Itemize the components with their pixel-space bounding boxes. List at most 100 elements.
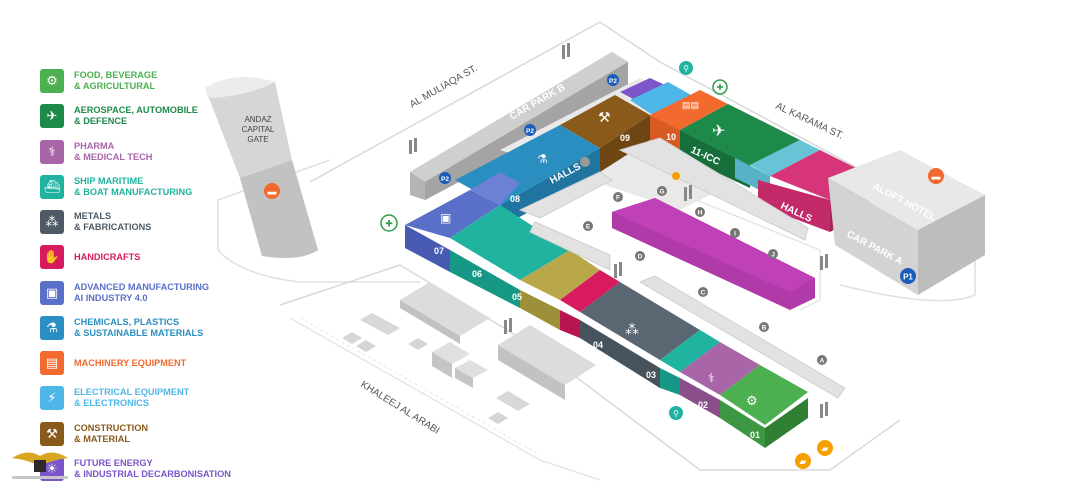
svg-text:⚲: ⚲ <box>683 64 689 73</box>
svg-text:P2: P2 <box>526 128 534 135</box>
gate-marker <box>759 322 769 332</box>
svg-text:▰: ▰ <box>800 457 807 467</box>
legend-item: ⚡ELECTRICAL EQUIPMENT & ELECTRONICS <box>40 383 189 413</box>
svg-text:▬: ▬ <box>932 172 941 182</box>
hall-10-label: 10 <box>666 132 676 142</box>
hand-icon: ✋ <box>40 245 64 269</box>
legend-item: ⚗CHEMICALS, PLASTICS & SUSTAINABLE MATER… <box>40 313 203 343</box>
gate-marker <box>635 251 645 261</box>
svg-text:✚: ✚ <box>717 83 724 92</box>
entrance-doors <box>409 43 828 418</box>
hall-01-top <box>720 365 808 425</box>
flask-icon: ⚗ <box>537 152 548 166</box>
hammer-icon: ⚒ <box>598 109 611 125</box>
svg-text:▰: ▰ <box>822 444 829 454</box>
gate-marker <box>583 221 593 231</box>
ai-chip-icon: ▣ <box>40 281 64 305</box>
hall-08-label: 08 <box>510 194 520 204</box>
parking-p2-badge <box>439 172 451 184</box>
legend-item: ⛴SHIP MARITIME & BOAT MANUFACTURING <box>40 172 192 202</box>
hall-06-top <box>450 205 570 280</box>
gate-label: I <box>734 231 736 238</box>
airplane-icon: ✈ <box>712 123 725 140</box>
svg-text:P2: P2 <box>609 78 617 85</box>
parking-p2-badge <box>524 124 536 136</box>
pills-icon: ⚕ <box>40 140 64 164</box>
svg-text:⚲: ⚲ <box>673 409 679 418</box>
hotel-icon-aloft <box>928 168 944 184</box>
gate-marker <box>657 186 667 196</box>
taxi-icon <box>672 172 680 180</box>
hall-11-icc-top <box>680 104 800 165</box>
gate-label: B <box>762 325 767 332</box>
svg-text:▬: ▬ <box>268 187 277 197</box>
andaz-capital-gate-tower: ▬ <box>205 77 318 258</box>
southwest-buildings <box>299 282 596 456</box>
gate-label: G <box>659 189 664 196</box>
hall-05-label: 05 <box>512 292 522 302</box>
restroom-icon <box>669 406 683 420</box>
legend-item: ▣ ADVANCED MANUFACTURING AI INDUSTRY 4.0 <box>40 278 209 308</box>
hotel-icon-andaz <box>264 183 280 199</box>
legend-label: PHARMA & MEDICAL TECH <box>74 141 153 162</box>
gate-marker <box>613 192 623 202</box>
metal-pipes-icon: ⁂ <box>625 321 639 337</box>
concourses <box>518 137 846 399</box>
taxi-icon <box>817 440 833 456</box>
amenity-icons: ⚲ ⚲ ✚ ✚ ▰ ▰ <box>380 61 833 469</box>
gate-label: A <box>820 358 825 365</box>
gate-marker <box>768 249 778 259</box>
hall-04-top <box>580 282 700 360</box>
electrical-hall <box>630 82 700 120</box>
legend-label: ELECTRICAL EQUIPMENT & ELECTRONICS <box>74 387 190 408</box>
hall-07-top <box>405 190 500 238</box>
legend-label: AEROSPACE, AUTOMOBILE & DEFENCE <box>74 105 198 126</box>
emergency-exit-icon <box>712 79 728 95</box>
hall-03-label: 03 <box>646 370 656 380</box>
gate-marker <box>730 228 740 238</box>
legend-item: ✋ HANDICRAFTS <box>40 242 140 272</box>
legend-label: CHEMICALS, PLASTICS & SUSTAINABLE MATERI… <box>74 317 204 338</box>
legend-item: ⁂ METALS & FABRICATIONS <box>40 207 151 237</box>
gate-label: J <box>771 252 775 259</box>
gate-label: F <box>616 195 620 202</box>
hall-10-top <box>650 90 728 130</box>
parking-p1-badge <box>900 268 916 284</box>
legend-label: ADVANCED MANUFACTURING AI INDUSTRY 4.0 <box>74 282 210 303</box>
info-icon <box>580 157 590 167</box>
handicrafts-hall-top <box>560 270 620 312</box>
site-outline-north <box>309 21 881 183</box>
hammer-icon: ⚒ <box>40 422 64 446</box>
al-muliaqa-street-label: AL MULIAQA ST. <box>408 63 480 111</box>
restroom-icon <box>679 61 693 75</box>
legend-label: HANDICRAFTS <box>74 251 141 262</box>
gate-label: C <box>701 290 706 297</box>
parking-badges: P1 P2 P2 P2 <box>439 74 916 284</box>
legend-item: ⚒CONSTRUCTION & MATERIAL <box>40 419 148 449</box>
legend-label: MACHINERY EQUIPMENT <box>74 357 187 368</box>
pills-icon: ⚕ <box>708 371 715 385</box>
parking-p2-badge <box>607 74 619 86</box>
svg-text:✚: ✚ <box>385 219 393 229</box>
legend-label: METALS & FABRICATIONS <box>74 211 152 232</box>
gate-label: E <box>586 224 591 231</box>
hall-09-label: 09 <box>620 133 630 143</box>
metal-pipes-icon: ⁂ <box>40 210 64 234</box>
taxi-icon <box>795 453 811 469</box>
svg-text:P1: P1 <box>903 273 913 282</box>
gate-marker <box>817 355 827 365</box>
airplane-icon: ✈ <box>40 104 64 128</box>
hall-09-top <box>560 95 650 148</box>
legend-item: ▤MACHINERY EQUIPMENT <box>40 348 186 378</box>
svg-text:P2: P2 <box>441 176 449 183</box>
gate-marker <box>698 287 708 297</box>
aloft-hotel-building[interactable] <box>828 150 985 295</box>
khaleej-al-arabi-street-label: KHALEEJ AL ARABI <box>358 379 441 436</box>
machinery-icon: ▤▤ <box>682 100 699 110</box>
legend-item: ⚕ PHARMA & MEDICAL TECH <box>40 137 152 167</box>
gate-label: D <box>638 254 643 261</box>
legend-label: SHIP MARITIME & BOAT MANUFACTURING <box>74 176 193 197</box>
hall-02-label: 02 <box>698 400 708 410</box>
